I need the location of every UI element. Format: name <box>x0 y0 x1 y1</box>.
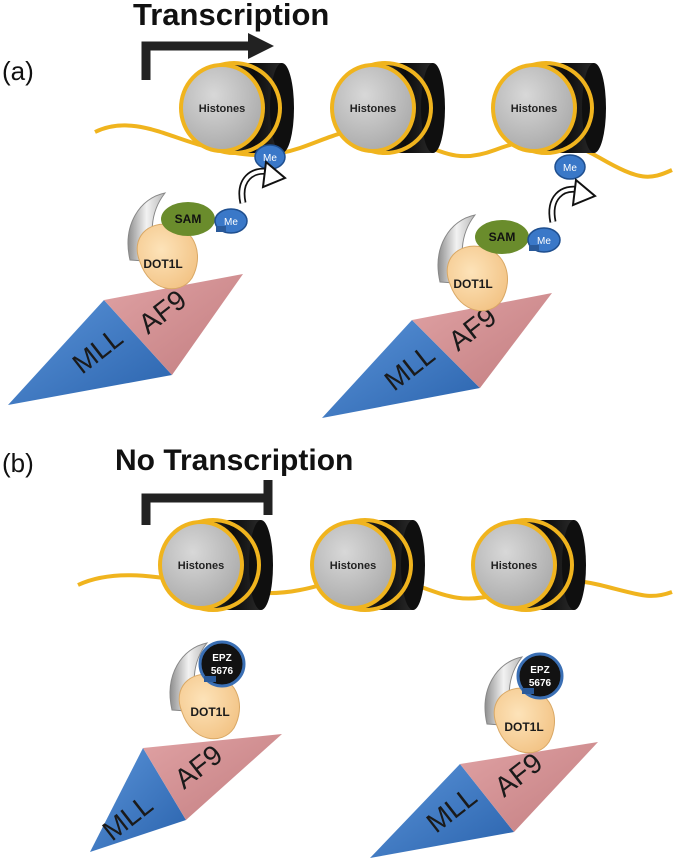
histone-a3: Histones <box>491 61 606 155</box>
inhibitor-base <box>204 676 216 682</box>
complex-a2: MLL AF9 DOT1L SAM Me <box>322 214 561 418</box>
af9-triangle <box>412 293 552 388</box>
inhibitor-base <box>522 688 534 694</box>
inhibitor-label-line2: 5676 <box>211 666 234 677</box>
histone-b1: Histones <box>158 518 273 612</box>
dot1l-body <box>446 245 508 312</box>
sam-ellipse <box>161 202 215 236</box>
dot1l-label: DOT1L <box>190 705 229 719</box>
dot1l-body <box>493 687 555 754</box>
histone-a1: Histones <box>179 61 294 155</box>
complex-a1: MLL AF9 DOT1L SAM Me <box>8 192 248 405</box>
no-transcription-title: No Transcription <box>115 444 353 477</box>
histone-b2: Histones <box>310 518 425 612</box>
mll-triangle <box>90 748 186 852</box>
mll-triangle <box>8 300 172 405</box>
panel-a-label: (a) <box>2 56 34 86</box>
methyl-donor-base <box>216 226 226 232</box>
methyl-label: Me <box>263 153 277 164</box>
inhibitor-label-line2: 5676 <box>529 678 552 689</box>
methyl-donor-base <box>529 245 539 251</box>
transcription-title: Transcription <box>133 0 329 32</box>
sam-ellipse <box>475 220 529 254</box>
mll-triangle <box>322 320 480 418</box>
complex-b2: MLL AF9 DOT1L EPZ 5676 <box>370 652 598 858</box>
dot1l-label: DOT1L <box>504 720 543 734</box>
mll-triangle <box>370 764 514 858</box>
histone-label: Histones <box>178 560 224 572</box>
epz5676-inhibitor <box>198 640 246 688</box>
histone-label: Histones <box>491 560 537 572</box>
sam-label: SAM <box>489 230 516 244</box>
dot1l-label: DOT1L <box>453 277 492 291</box>
transcription-arrow <box>141 33 274 80</box>
af9-triangle <box>104 274 243 375</box>
methyl-label: Me <box>537 236 551 247</box>
methyl-transfer-arrow <box>238 160 287 204</box>
histone-label: Histones <box>199 103 245 115</box>
histone-b3: Histones <box>471 518 586 612</box>
methyl-transfer-arrow <box>548 178 597 223</box>
methyl-label: Me <box>563 163 577 174</box>
sam-label: SAM <box>175 212 202 226</box>
af9-triangle <box>143 734 282 820</box>
complex-b1: MLL AF9 DOT1L EPZ 5676 <box>90 640 282 852</box>
histone-label: Histones <box>350 103 396 115</box>
af9-triangle <box>460 742 598 832</box>
inhibitor-label-line1: EPZ <box>530 665 549 676</box>
epz5676-inhibitor <box>516 652 564 700</box>
methyl-label: Me <box>224 217 238 228</box>
panel-b-label: (b) <box>2 448 34 478</box>
histone-a2: Histones <box>330 61 445 155</box>
dot1l-label: DOT1L <box>143 257 182 271</box>
methyl-tag-a2: Me <box>554 154 586 180</box>
inhibitor-label-line1: EPZ <box>212 653 231 664</box>
histone-label: Histones <box>330 560 376 572</box>
dot1l-body <box>136 223 198 290</box>
dot1l-body <box>178 673 240 740</box>
histone-label: Histones <box>511 103 557 115</box>
blocked-transcription-symbol <box>141 480 273 525</box>
